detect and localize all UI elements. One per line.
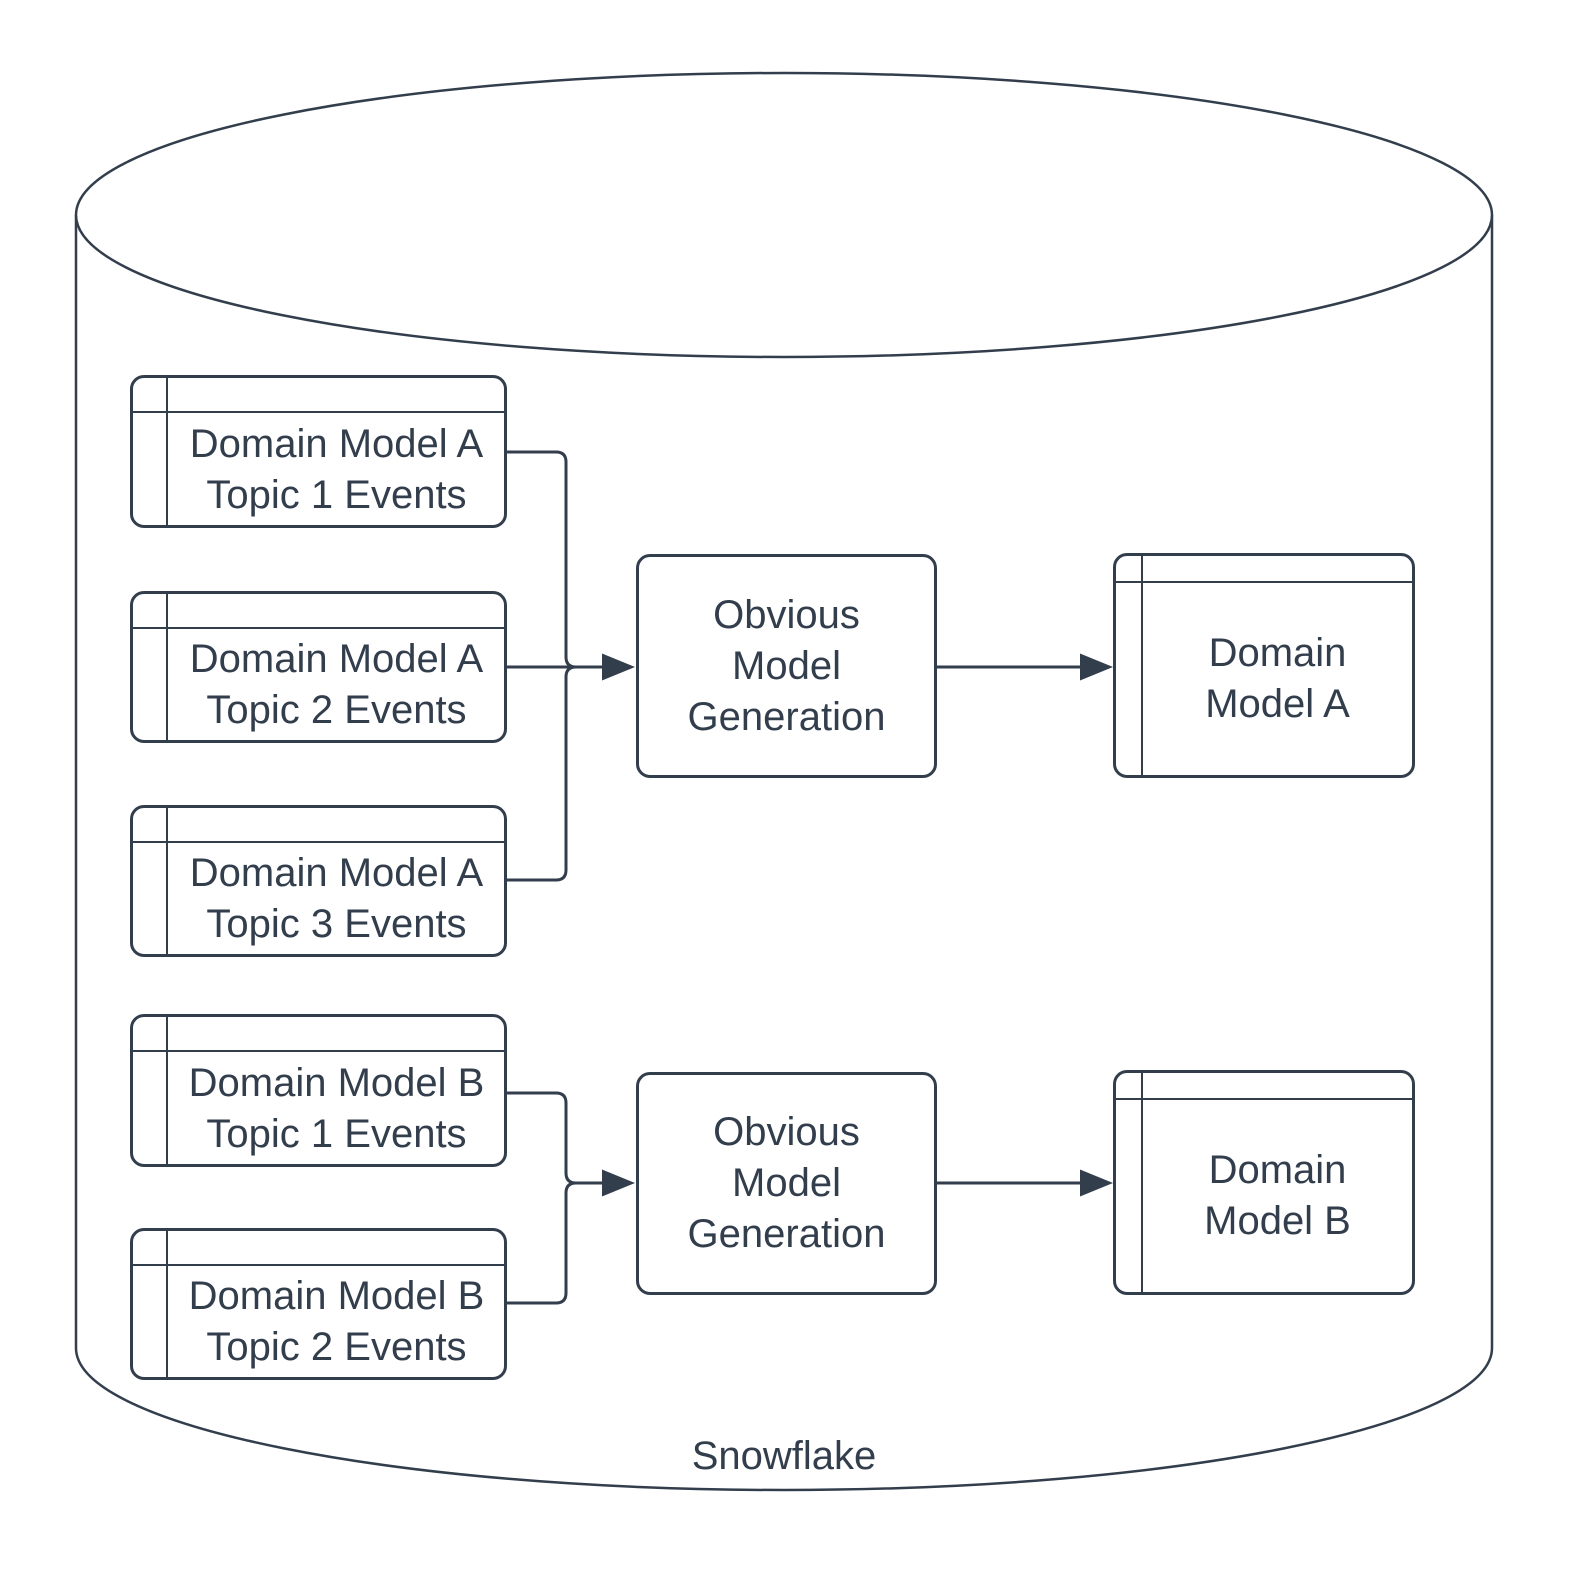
arrowhead-a-into-process (602, 653, 635, 681)
table-key-column (133, 1231, 168, 1377)
table-key-column (133, 1017, 168, 1164)
table-node-domain-a-topic-2: Domain Model A Topic 2 Events (130, 591, 507, 743)
table-header-row (1116, 1073, 1412, 1100)
process-node-model-generation-a: Obvious Model Generation (636, 554, 937, 778)
table-key-column (1116, 1073, 1143, 1292)
table-node-label: Domain Model A Topic 3 Events (189, 851, 484, 946)
table-key-column (133, 594, 168, 740)
table-key-column (1116, 556, 1143, 775)
table-header-row (133, 1231, 504, 1266)
table-header-row (133, 594, 504, 629)
arrowhead-a-into-output (1080, 653, 1113, 681)
table-key-column (133, 808, 168, 954)
table-header-row (1116, 556, 1412, 583)
table-node-domain-a-topic-1: Domain Model A Topic 1 Events (130, 375, 507, 528)
table-node-label: Domain Model B Topic 1 Events (188, 1060, 485, 1156)
table-node-label: Domain Model B (1204, 1148, 1351, 1243)
table-node-domain-a-topic-3: Domain Model A Topic 3 Events (130, 805, 507, 957)
table-header-row (133, 1017, 504, 1052)
table-header-row (133, 378, 504, 413)
table-node-domain-b-topic-1: Domain Model B Topic 1 Events (130, 1014, 507, 1167)
connector-b-topic2 (507, 1181, 577, 1305)
table-node-domain-model-b: Domain Model B (1113, 1070, 1415, 1295)
cylinder-top-ellipse (74, 71, 1494, 359)
table-node-domain-b-topic-2: Domain Model B Topic 2 Events (130, 1228, 507, 1380)
table-node-label: Domain Model B Topic 2 Events (188, 1274, 485, 1369)
table-node-label: Domain Model A (1205, 631, 1350, 726)
process-node-label: Obvious Model Generation (687, 592, 886, 739)
process-node-model-generation-b: Obvious Model Generation (636, 1072, 937, 1295)
table-node-domain-model-a: Domain Model A (1113, 553, 1415, 778)
table-node-label: Domain Model A Topic 2 Events (189, 637, 484, 732)
process-node-label: Obvious Model Generation (687, 1110, 886, 1256)
arrowhead-b-into-output (1080, 1169, 1113, 1197)
arrowhead-b-into-process (602, 1169, 635, 1197)
container-label: Snowflake (691, 1434, 877, 1478)
connector-b-topic1 (507, 1091, 577, 1185)
table-key-column (133, 378, 168, 525)
table-header-row (133, 808, 504, 843)
table-node-label: Domain Model A Topic 1 Events (189, 421, 484, 517)
